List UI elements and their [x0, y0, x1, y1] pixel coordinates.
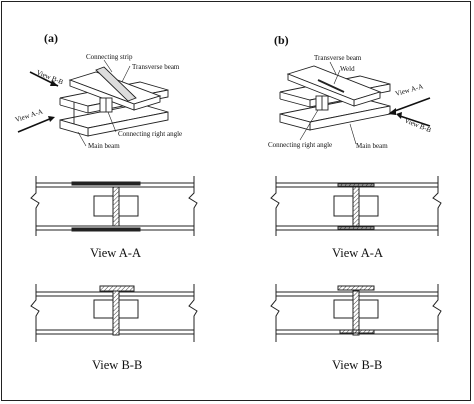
arrows-a [17, 71, 59, 133]
left-angle-b [333, 195, 355, 217]
callout-connecting-angle-a: Connecting right angle [118, 130, 182, 138]
panel-a-isometric [59, 66, 169, 137]
right-angle-b [357, 195, 379, 217]
top-weld-b [337, 183, 375, 187]
caption-view-a-a-panel-b: View A-A [332, 246, 383, 260]
callout-transverse-beam-b: Transverse beam [314, 54, 362, 62]
panel-b-label: (b) [274, 33, 289, 47]
weld-line-b [317, 79, 345, 93]
panel-b-isometric [279, 65, 391, 131]
connecting-angle-b [315, 95, 329, 111]
callout-transverse-beam-a: Transverse beam [132, 63, 180, 71]
caption-view-b-b-panel-b: View B-B [332, 358, 382, 372]
callout-view-a-a: View A-A [14, 107, 44, 123]
callout-connecting-angle-b: Connecting right angle [268, 141, 332, 149]
caption-view-a-a-panel-a: View A-A [90, 246, 141, 260]
arrow-view-b-b [399, 115, 431, 127]
view-b-b-panel-a [30, 284, 198, 342]
right-angle-a [117, 195, 139, 217]
transverse-beam-b [286, 65, 382, 107]
callout-main-beam-b: Main beam [356, 142, 388, 150]
caption-view-b-b-panel-a: View B-B [92, 358, 142, 372]
top-strip-a [71, 181, 141, 186]
connecting-angle-a [99, 97, 113, 113]
bottom-weld-b [337, 226, 375, 230]
callout-weld-b: Weld [340, 65, 355, 73]
view-a-a-panel-a [30, 176, 198, 236]
connecting-strip-a [95, 66, 137, 102]
arrows-b [388, 97, 431, 127]
callout-view-a-b: View A-A [394, 82, 424, 98]
panel-a-label: (a) [44, 31, 58, 45]
callout-connecting-strip-a: Connecting strip [86, 53, 133, 61]
view-b-b-panel-b [270, 284, 442, 342]
callout-main-beam-a: Main beam [88, 142, 120, 150]
view-a-a-panel-b [270, 176, 442, 236]
bottom-strip-a [71, 227, 141, 232]
left-angle-a [93, 195, 115, 217]
arrow-view-a-a [17, 117, 53, 133]
arrow-view-a-b [391, 97, 431, 113]
